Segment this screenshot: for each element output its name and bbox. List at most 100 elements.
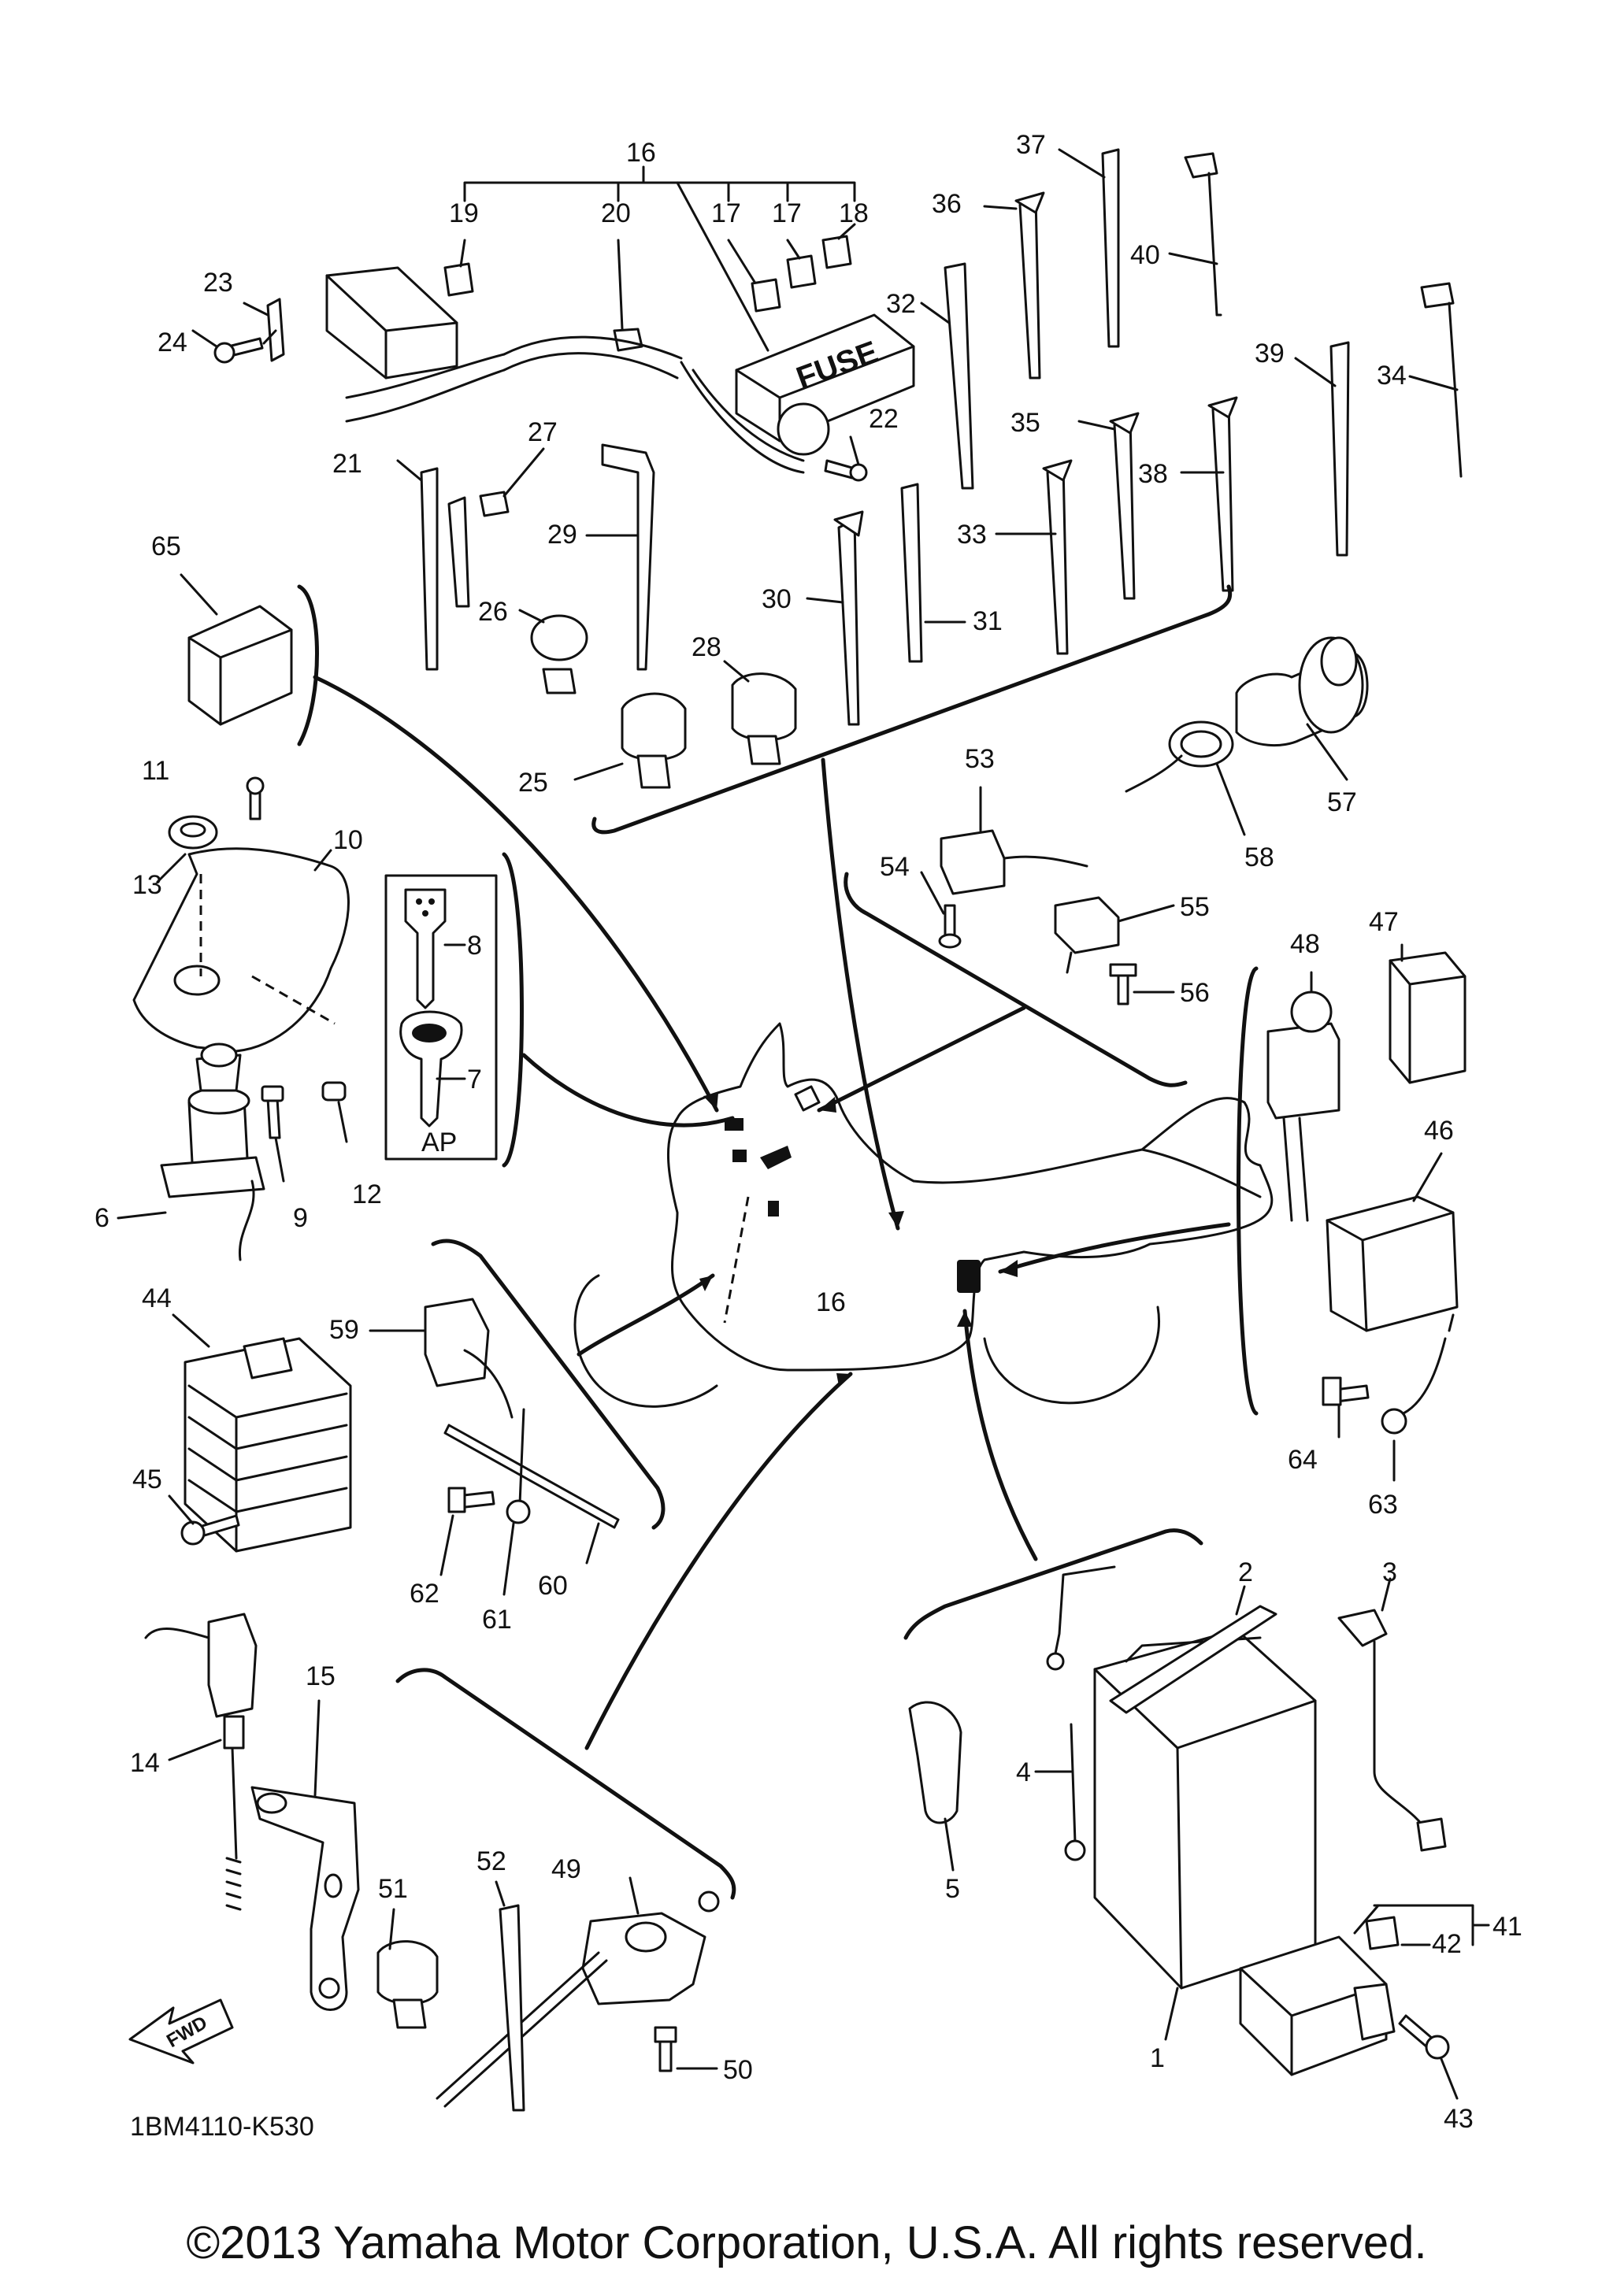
callout-30: 30 (762, 584, 792, 614)
cable-tie-52 (499, 1904, 525, 2112)
cable-tie-35 (1113, 416, 1136, 600)
battery-group (903, 1528, 1447, 2041)
callout-14: 14 (130, 1748, 160, 1778)
sensor-group (369, 1239, 666, 1596)
callout-13: 13 (132, 870, 162, 900)
relay-48 (1266, 1022, 1340, 1120)
regulator-44 (184, 1337, 352, 1553)
callout-62: 62 (410, 1579, 439, 1609)
key-7 (399, 1010, 463, 1128)
switch-53 (940, 829, 1006, 895)
cable-tie-31 (900, 483, 923, 663)
bolt-50 (658, 2038, 673, 2072)
callout-56: 56 (1180, 978, 1210, 1008)
relay-group (1237, 943, 1467, 1416)
callout-7: 7 (467, 1065, 482, 1094)
callout-37: 37 (1016, 130, 1046, 160)
cable-tie-30 (837, 518, 860, 726)
fuse-42 (1365, 1916, 1400, 1950)
ap-label: AP (421, 1128, 457, 1157)
callout-35: 35 (1010, 408, 1040, 438)
cable-tie-27 (447, 496, 470, 608)
callout-28: 28 (692, 632, 721, 662)
ground-group (1322, 1313, 1455, 1482)
callout-11: 11 (142, 756, 169, 786)
callout-9: 9 (293, 1203, 308, 1233)
callout-64: 64 (1288, 1445, 1318, 1475)
cable-tie-32 (944, 262, 974, 490)
callout-63: 63 (1368, 1490, 1398, 1520)
callout-26: 26 (478, 597, 508, 627)
main-switch-group (117, 776, 524, 1261)
callout-45: 45 (132, 1465, 162, 1494)
motorcycle-outline (573, 1022, 1274, 1408)
cable-tie-21 (420, 467, 439, 671)
clamp-25 (621, 692, 687, 761)
callout-36: 36 (932, 189, 962, 219)
callout-33: 33 (957, 520, 987, 550)
sensor-59 (424, 1298, 490, 1387)
callout-52: 52 (476, 1846, 506, 1876)
callout-58: 58 (1244, 842, 1274, 872)
socket-group (1125, 636, 1369, 836)
callout-10: 10 (333, 825, 363, 855)
callout-24: 24 (158, 328, 187, 357)
clamp-29 (601, 443, 655, 671)
copyright-notice: ©2013 Yamaha Motor Corporation, U.S.A. A… (186, 2217, 1426, 2268)
relay-41 (1239, 1935, 1388, 2076)
fuse-17b (786, 254, 817, 289)
band-2 (1109, 1605, 1277, 1714)
callout-3: 3 (1382, 1557, 1397, 1587)
callout-41: 41 (1492, 1912, 1522, 1942)
relay-47 (1389, 951, 1467, 1084)
callout-57: 57 (1327, 787, 1357, 817)
sensor-49 (581, 1912, 706, 2005)
cable-tie-38 (1211, 400, 1234, 592)
callout-54: 54 (880, 852, 910, 882)
callout-12: 12 (352, 1179, 382, 1209)
module-65 (180, 573, 319, 746)
callout-31: 31 (973, 606, 1003, 636)
callout-50: 50 (723, 2055, 753, 2085)
cable-3 (1337, 1609, 1388, 1647)
callout-16: 16 (626, 138, 656, 168)
screw-54 (944, 904, 956, 939)
callout-38: 38 (1138, 459, 1168, 489)
callout-29: 29 (547, 520, 577, 550)
callout-39: 39 (1255, 339, 1285, 368)
callout-60: 60 (538, 1571, 568, 1601)
battery-1 (1093, 1628, 1317, 1990)
diagram-code: 1BM4110-K530 (130, 2112, 314, 2142)
callout-8: 8 (467, 931, 482, 961)
callout-65: 65 (151, 531, 181, 561)
callout-22: 22 (869, 404, 899, 434)
relay-unit (325, 266, 458, 380)
fuse-18 (821, 235, 852, 269)
cable-tie-33 (1046, 463, 1069, 655)
callout-53: 53 (965, 744, 995, 774)
switch-55 (1054, 896, 1120, 954)
relay-46 (1326, 1195, 1459, 1332)
connector-20 (613, 328, 643, 352)
callout-46: 46 (1424, 1116, 1454, 1146)
cable-tie-34 (1420, 282, 1455, 309)
callout-1: 1 (1150, 2043, 1165, 2073)
callout-17: 17 (772, 198, 802, 228)
fuse-19 (443, 262, 474, 297)
switch-group (844, 786, 1188, 1087)
callout-21: 21 (332, 449, 362, 479)
callout-19: 19 (449, 198, 479, 228)
terminal-4 (1064, 1839, 1086, 1861)
leader-lines (313, 675, 1231, 1750)
nut-12 (321, 1081, 347, 1102)
band-60 (443, 1424, 620, 1529)
callout-32: 32 (886, 289, 916, 319)
bolt-9 (266, 1097, 281, 1139)
callout-2: 2 (1238, 1557, 1253, 1587)
callout-59: 59 (329, 1315, 359, 1345)
callout-6: 6 (95, 1203, 109, 1233)
cable-tie-37 (1101, 148, 1120, 348)
callout-43: 43 (1444, 2104, 1474, 2134)
callout-34: 34 (1377, 361, 1407, 391)
bracket-15 (250, 1786, 360, 2011)
